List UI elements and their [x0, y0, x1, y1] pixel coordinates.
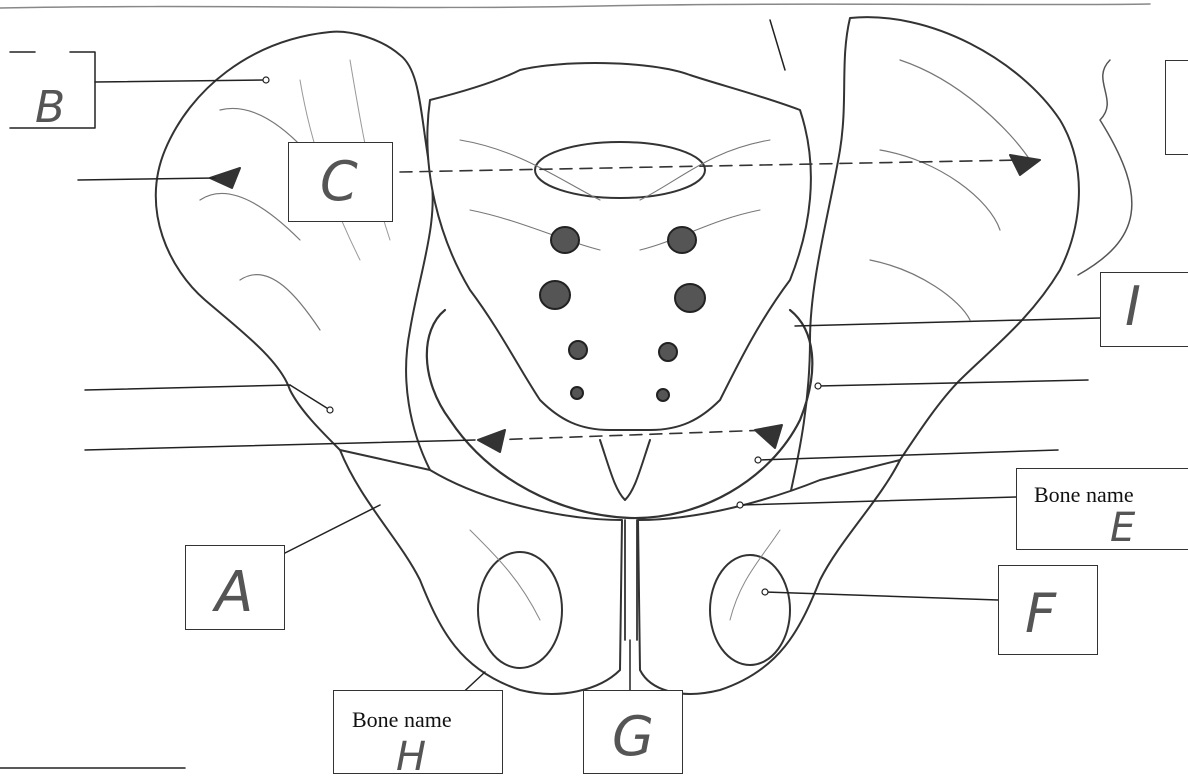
label-h: H	[396, 734, 426, 780]
bone-name-caption-h: Bone name	[352, 707, 452, 733]
sacral-promontory	[535, 142, 705, 198]
left-obturator-foramen	[478, 552, 562, 668]
left-ilium	[156, 32, 433, 474]
right-brim-marker	[755, 425, 782, 448]
label-box-i	[1100, 272, 1188, 347]
left-brim-marker	[478, 430, 505, 452]
page-top-edge	[0, 4, 1150, 8]
page-right-fold	[1078, 60, 1132, 275]
sacrum	[427, 63, 811, 430]
pelvic-brim-dashed-line	[490, 430, 770, 440]
label-e: E	[1110, 505, 1135, 551]
pubic-symphysis	[625, 520, 637, 640]
coccyx	[600, 440, 650, 500]
label-g: G	[612, 705, 654, 768]
label-a: A	[215, 560, 253, 625]
label-f: F	[1025, 582, 1056, 645]
label-box-top-right	[1165, 60, 1188, 155]
left-pubis	[340, 450, 622, 694]
label-b: B	[35, 82, 65, 133]
right-ilium	[790, 17, 1079, 496]
right-obturator-foramen	[710, 555, 790, 665]
label-box-e	[1016, 468, 1188, 550]
label-i: I	[1125, 275, 1141, 338]
label-c: C	[320, 150, 358, 213]
